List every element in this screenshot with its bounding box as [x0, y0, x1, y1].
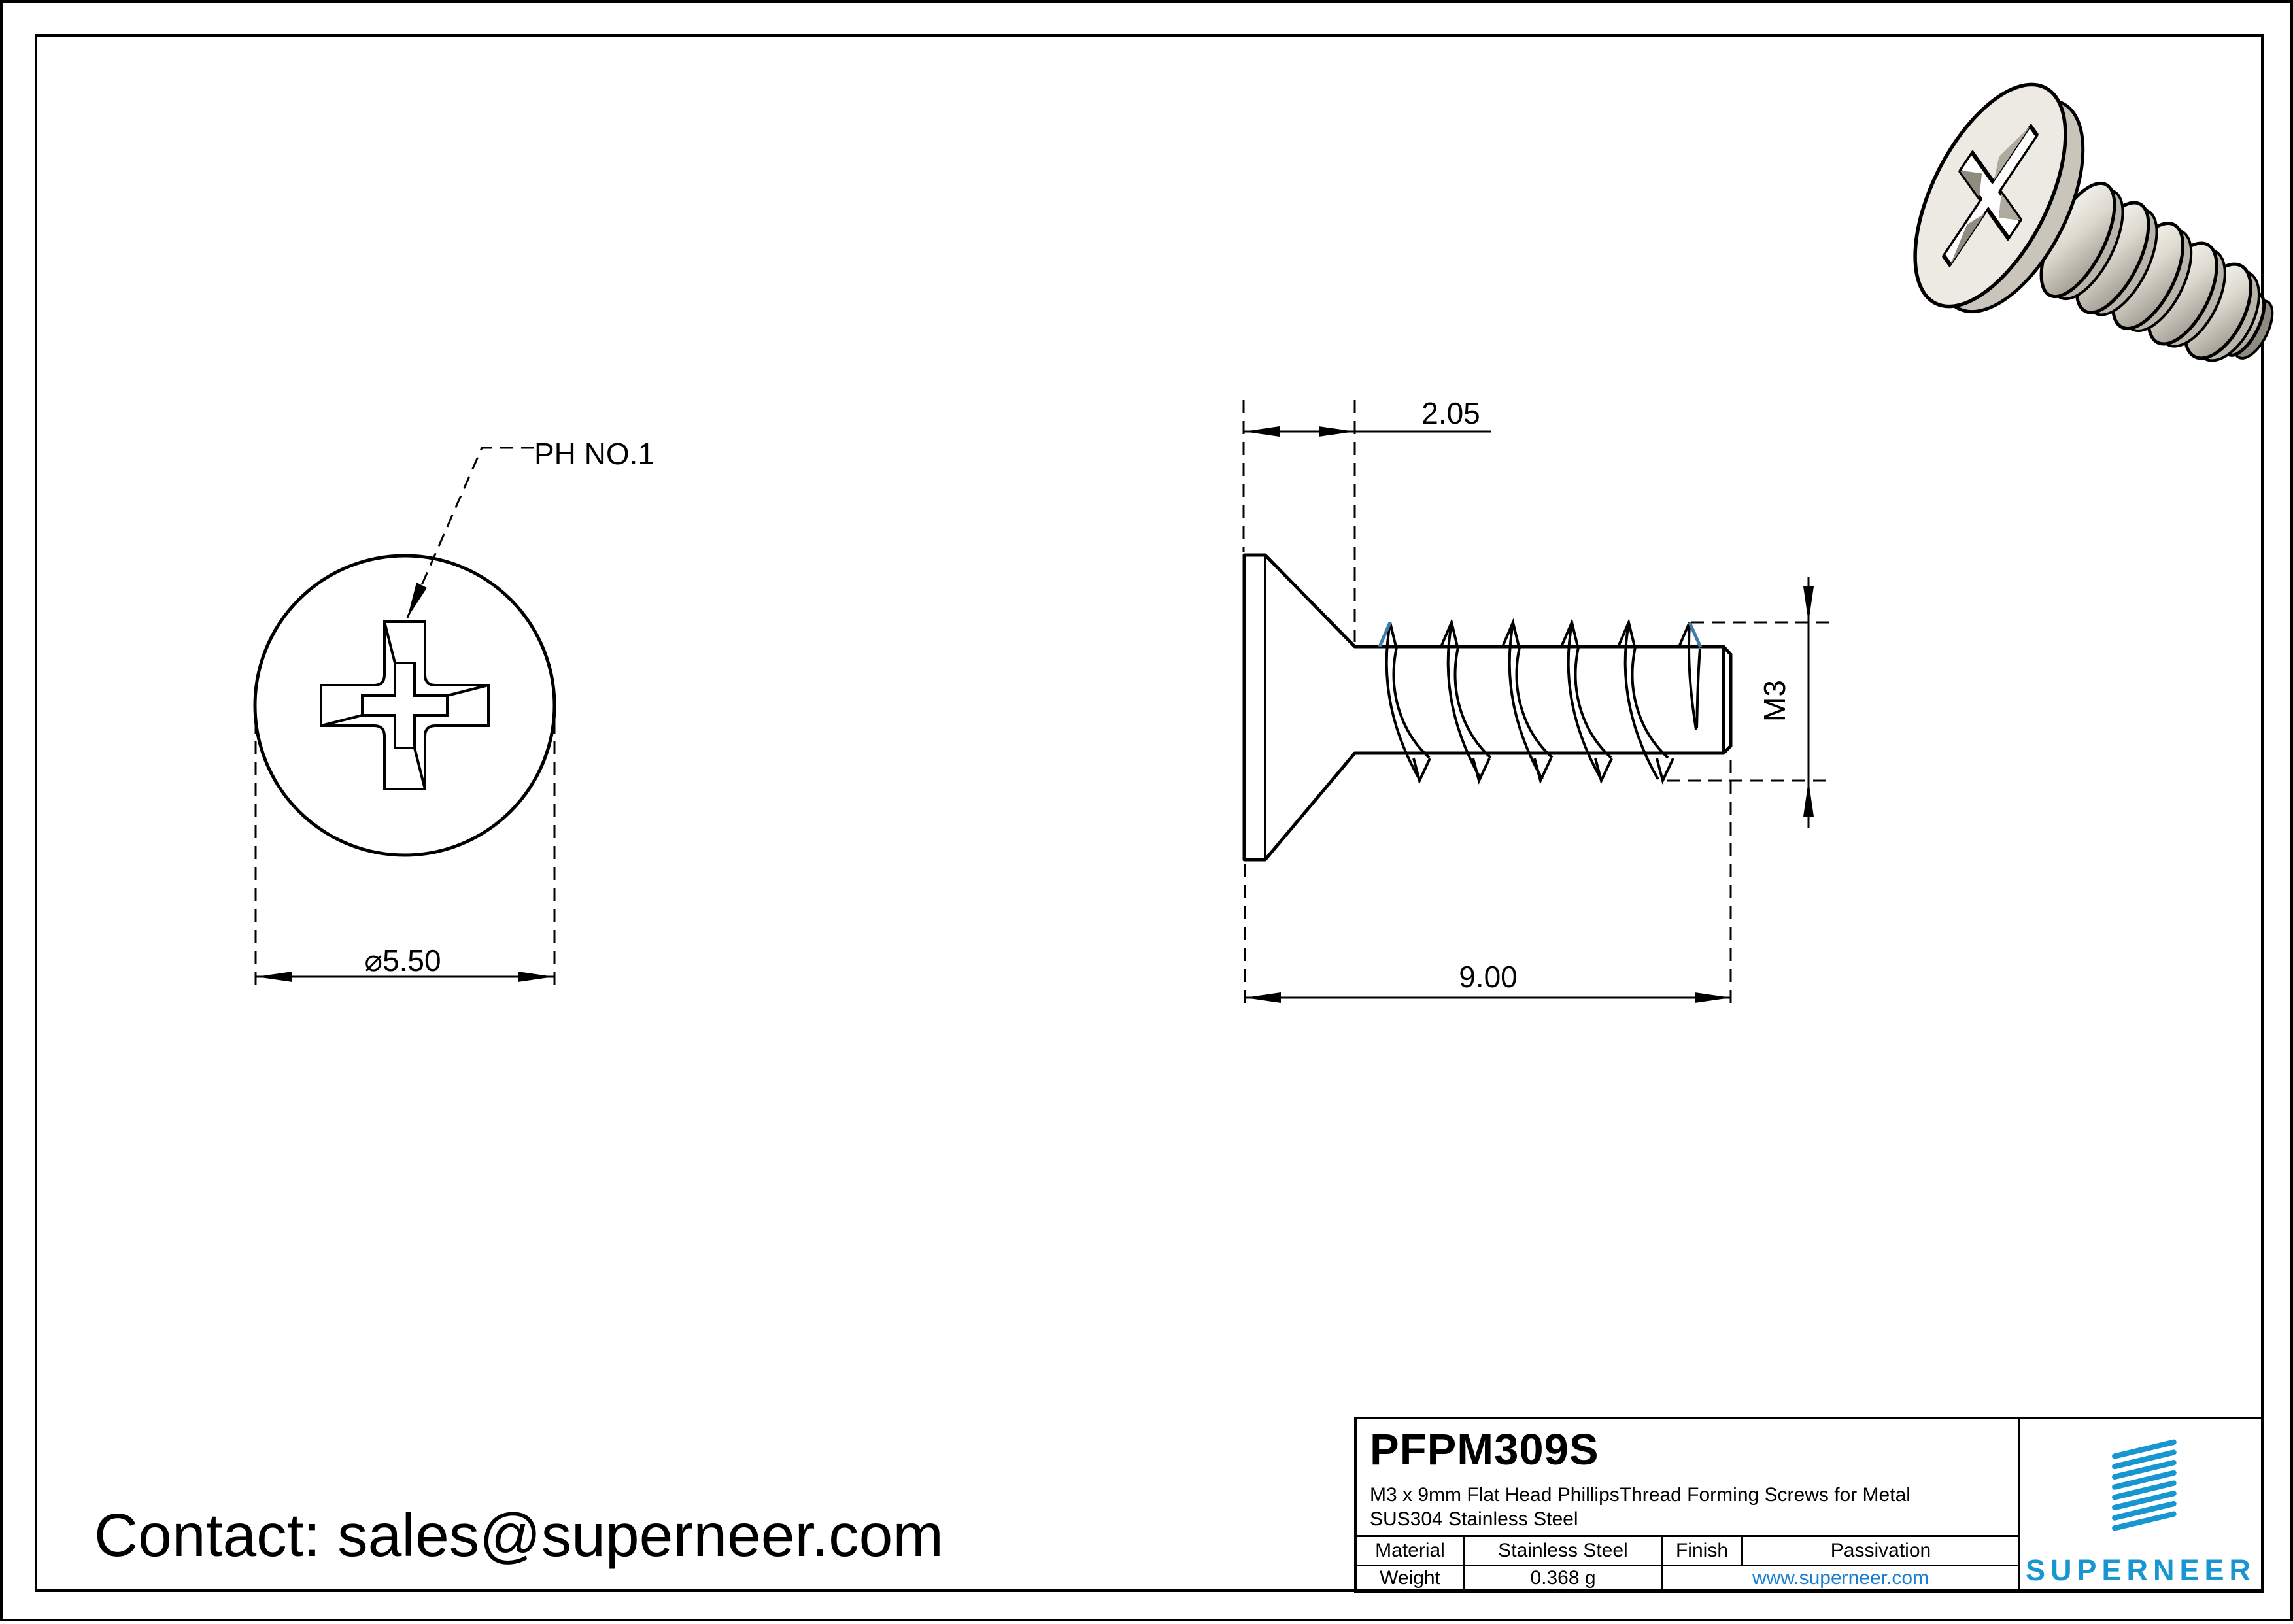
material-finish-row: Material Stainless Steel Finish Passivat… [1357, 1535, 2018, 1565]
front-view-drawing: PH NO.1 ⌀5.50 [253, 437, 654, 987]
screw-profile-outline [1242, 553, 1733, 862]
title-block-left: PFPM309S M3 x 9mm Flat Head PhillipsThre… [1357, 1419, 2018, 1590]
weight-value: 0.368 g [1463, 1566, 1661, 1590]
thread-dim-text: M3 [1758, 680, 1792, 722]
title-block: PFPM309S M3 x 9mm Flat Head PhillipsThre… [1354, 1417, 2264, 1593]
length-dim-extension-lines [1244, 760, 1732, 1008]
dim-arrow-icon [1695, 992, 1731, 1003]
diameter-extension-lines [254, 720, 556, 987]
dim-arrow-icon [256, 972, 292, 982]
title-cell: PFPM309S M3 x 9mm Flat Head PhillipsThre… [1357, 1419, 2018, 1535]
weight-label: Weight [1380, 1567, 1440, 1589]
phillips-recess-3d [1942, 124, 2039, 267]
thread-helix-curves [1385, 623, 1701, 780]
weight-website-row: Weight 0.368 g www.superneer.com [1357, 1565, 2018, 1590]
drawing-frame [35, 34, 2264, 1592]
thread-dim-extension-lines [1667, 621, 1833, 782]
head-circle [253, 554, 556, 857]
website-link[interactable]: www.superneer.com [1752, 1567, 1929, 1589]
superneer-logo-icon [2112, 1439, 2177, 1531]
phillips-facet-lines [320, 621, 489, 790]
dim-arrow-icon [518, 972, 554, 982]
drawing-canvas: PH NO.1 ⌀5.50 2.05 9.00 [253, 82, 2274, 1008]
brand-wordmark: SUPERNEER [2025, 1553, 2256, 1587]
part-description: M3 x 9mm Flat Head PhillipsThread Formin… [1370, 1483, 2018, 1531]
website-cell: www.superneer.com [1661, 1566, 2018, 1590]
finish-value: Passivation [1741, 1537, 2018, 1565]
finish-label: Finish [1661, 1537, 1741, 1565]
part-number: PFPM309S [1370, 1425, 1599, 1474]
thread-runout-highlight [1378, 621, 1703, 649]
head-dim-extension-lines [1242, 400, 1356, 642]
screw-3d-render [1913, 82, 2274, 362]
material-label: Material [1375, 1540, 1445, 1561]
phillips-inner-cross [361, 662, 449, 749]
brand-cell: SUPERNEER [2018, 1419, 2261, 1590]
diameter-dim-text: ⌀5.50 [364, 943, 441, 977]
thread-crests-top [1389, 618, 1691, 647]
thread-crests-bottom [1412, 758, 1674, 785]
length-dim-text: 9.00 [1459, 960, 1518, 994]
dim-arrow-icon [1803, 781, 1814, 817]
description-line-1: M3 x 9mm Flat Head PhillipsThread Formin… [1370, 1484, 1911, 1506]
phillips-size-label: PH NO.1 [534, 437, 654, 471]
side-view-drawing: 2.05 9.00 M3 [1242, 396, 1833, 1008]
leader-line [406, 447, 534, 618]
dim-arrow-icon [1244, 426, 1280, 437]
contact-line: Contact: sales@superneer.com [94, 1501, 943, 1569]
description-line-2: SUS304 Stainless Steel [1370, 1508, 1578, 1530]
dim-arrow-icon [1319, 426, 1355, 437]
dim-arrow-icon [1803, 586, 1814, 622]
leader-arrow-icon [407, 583, 427, 618]
dim-arrow-icon [1245, 992, 1281, 1003]
head-height-dim-text: 2.05 [1421, 396, 1480, 430]
material-value: Stainless Steel [1463, 1537, 1661, 1565]
phillips-outer-cross [320, 620, 490, 790]
